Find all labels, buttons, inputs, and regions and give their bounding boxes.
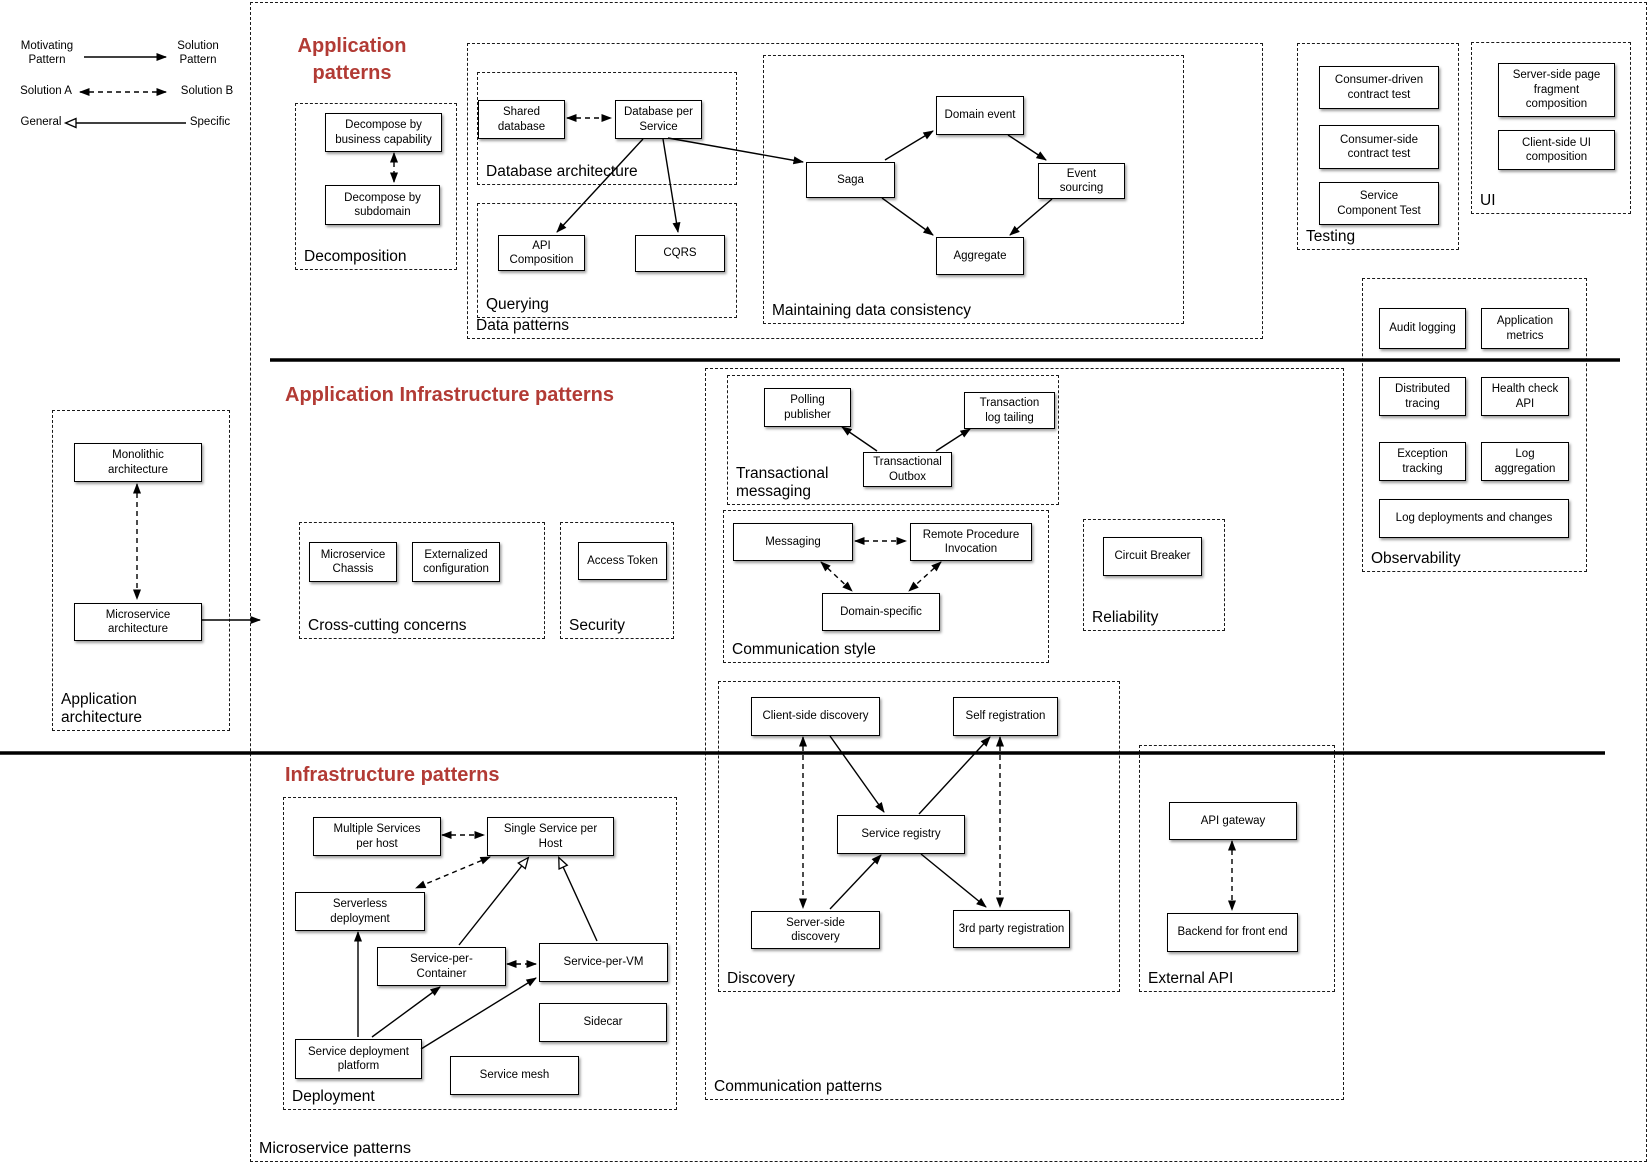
section-label-database-architecture: Database architecture bbox=[486, 163, 638, 181]
pattern-cqrs: CQRS bbox=[635, 235, 725, 272]
pattern-consumer-driven-contract-test: Consumer-driven contract test bbox=[1319, 66, 1439, 109]
pattern-decompose-by-subdomain: Decompose by subdomain bbox=[325, 185, 440, 225]
section-label-communication-patterns: Communication patterns bbox=[714, 1078, 882, 1096]
section-label-testing: Testing bbox=[1306, 228, 1356, 246]
section-data-patterns: Data patterns bbox=[467, 43, 1263, 339]
pattern-serverless-deployment: Serverless deployment bbox=[295, 892, 425, 931]
legend-general: General bbox=[20, 116, 62, 128]
pattern-consumer-side-contract-test: Consumer-side contract test bbox=[1319, 125, 1439, 169]
pattern-audit-logging: Audit logging bbox=[1379, 308, 1466, 349]
pattern-transactional-outbox: Transactional Outbox bbox=[863, 452, 952, 487]
pattern-single-service-per-host: Single Service per Host bbox=[487, 817, 614, 856]
section-ui: UI bbox=[1471, 42, 1631, 214]
pattern-client-side-discovery: Client-side discovery bbox=[751, 697, 880, 736]
section-label-external-api: External API bbox=[1148, 970, 1234, 988]
pattern-microservice-chassis: Microservice Chassis bbox=[309, 542, 397, 582]
pattern-monolithic-architecture: Monolithic architecture bbox=[74, 443, 202, 482]
pattern-service-deployment-platform: Service deployment platform bbox=[295, 1039, 422, 1079]
section-communication-style: Communication style bbox=[723, 510, 1049, 663]
section-label-decomposition: Decomposition bbox=[304, 248, 407, 266]
pattern-transaction-log-tailing: Transaction log tailing bbox=[964, 392, 1055, 429]
pattern-3rd-party-registration: 3rd party registration bbox=[953, 910, 1070, 948]
title-application-patterns: Application patterns bbox=[297, 35, 407, 84]
section-deployment: Deployment bbox=[283, 797, 677, 1110]
pattern-service-registry: Service registry bbox=[837, 815, 965, 854]
section-testing: Testing bbox=[1297, 43, 1459, 250]
pattern-microservice-architecture: Microservice architecture bbox=[74, 603, 202, 641]
section-label-reliability: Reliability bbox=[1092, 609, 1159, 627]
legend-motivating-pattern: Motivating Pattern bbox=[20, 40, 74, 66]
section-microservice-patterns: Microservice patterns bbox=[250, 2, 1647, 1162]
pattern-circuit-breaker: Circuit Breaker bbox=[1103, 537, 1202, 576]
pattern-service-mesh: Service mesh bbox=[450, 1056, 579, 1095]
section-label-ui: UI bbox=[1480, 192, 1496, 210]
section-observability: Observability bbox=[1362, 278, 1587, 572]
pattern-database-per-service: Database per Service bbox=[615, 100, 702, 139]
pattern-api-composition: API Composition bbox=[498, 235, 585, 271]
section-label-deployment: Deployment bbox=[292, 1088, 375, 1106]
pattern-polling-publisher: Polling publisher bbox=[764, 388, 851, 427]
pattern-sidecar: Sidecar bbox=[539, 1003, 667, 1042]
section-communication-patterns: Communication patterns bbox=[705, 368, 1344, 1100]
pattern-client-side-ui-composition: Client-side UI composition bbox=[1498, 130, 1615, 170]
pattern-self-registration: Self registration bbox=[953, 697, 1058, 736]
pattern-server-side-discovery: Server-side discovery bbox=[751, 911, 880, 949]
pattern-shared-database: Shared database bbox=[478, 100, 565, 139]
legend-specific: Specific bbox=[189, 116, 231, 128]
section-external-api: External API bbox=[1139, 745, 1335, 992]
section-cross-cutting-concerns: Cross-cutting concerns bbox=[299, 522, 545, 639]
section-security: Security bbox=[560, 522, 674, 639]
legend-solution-pattern: Solution Pattern bbox=[177, 40, 219, 66]
pattern-remote-procedure-invocation: Remote Procedure Invocation bbox=[910, 523, 1032, 561]
title-infrastructure-patterns: Infrastructure patterns bbox=[285, 764, 500, 786]
pattern-log-deployments-and-changes: Log deployments and changes bbox=[1379, 499, 1569, 538]
title-application-infrastructure-patterns: Application Infrastructure patterns bbox=[285, 384, 614, 406]
section-label-security: Security bbox=[569, 617, 625, 635]
legend-solution-a: Solution A bbox=[20, 85, 72, 97]
section-label-communication-style: Communication style bbox=[732, 641, 876, 659]
section-label-observability: Observability bbox=[1371, 550, 1461, 568]
pattern-service-per-vm: Service-per-VM bbox=[539, 943, 668, 982]
section-label-application-architecture: Application architecture bbox=[61, 691, 142, 727]
section-reliability: Reliability bbox=[1083, 519, 1225, 631]
section-label-maintaining-data-consistency: Maintaining data consistency bbox=[772, 302, 972, 320]
pattern-backend-for-front-end: Backend for front end bbox=[1167, 913, 1298, 952]
pattern-domain-event: Domain event bbox=[936, 96, 1024, 135]
pattern-saga: Saga bbox=[806, 162, 895, 198]
pattern-service-per-container: Service-per- Container bbox=[377, 947, 506, 986]
pattern-access-token: Access Token bbox=[578, 542, 667, 580]
section-transactional-messaging: Transactional messaging bbox=[727, 375, 1059, 505]
pattern-event-sourcing: Event sourcing bbox=[1038, 163, 1125, 199]
pattern-externalized-configuration: Externalized configuration bbox=[412, 542, 500, 582]
section-application-architecture: Application architecture bbox=[52, 410, 230, 731]
pattern-distributed-tracing: Distributed tracing bbox=[1379, 377, 1466, 416]
pattern-server-side-page-fragment-composition: Server-side page fragment composition bbox=[1498, 63, 1615, 117]
section-label-transactional-messaging: Transactional messaging bbox=[736, 465, 829, 501]
pattern-service-component-test: Service Component Test bbox=[1319, 182, 1439, 225]
section-label-data-patterns: Data patterns bbox=[476, 317, 570, 335]
pattern-exception-tracking: Exception tracking bbox=[1379, 442, 1466, 481]
legend-solution-b: Solution B bbox=[180, 85, 234, 97]
pattern-messaging: Messaging bbox=[733, 523, 853, 561]
pattern-decompose-by-business-capability: Decompose by business capability bbox=[325, 113, 442, 152]
section-label-cross-cutting-concerns: Cross-cutting concerns bbox=[308, 617, 467, 635]
pattern-multiple-services-per-host: Multiple Services per host bbox=[313, 817, 441, 856]
section-maintaining-data-consistency: Maintaining data consistency bbox=[763, 55, 1184, 324]
pattern-api-gateway: API gateway bbox=[1169, 802, 1297, 840]
section-discovery: Discovery bbox=[718, 681, 1120, 992]
pattern-application-metrics: Application metrics bbox=[1481, 308, 1569, 349]
section-label-discovery: Discovery bbox=[727, 970, 796, 988]
section-decomposition: Decomposition bbox=[295, 103, 457, 270]
pattern-domain-specific: Domain-specific bbox=[822, 593, 940, 631]
pattern-health-check-api: Health check API bbox=[1481, 377, 1569, 416]
pattern-aggregate: Aggregate bbox=[936, 237, 1024, 275]
section-label-querying: Querying bbox=[486, 296, 549, 314]
section-label-microservice-patterns: Microservice patterns bbox=[259, 1139, 412, 1157]
pattern-log-aggregation: Log aggregation bbox=[1481, 442, 1569, 481]
